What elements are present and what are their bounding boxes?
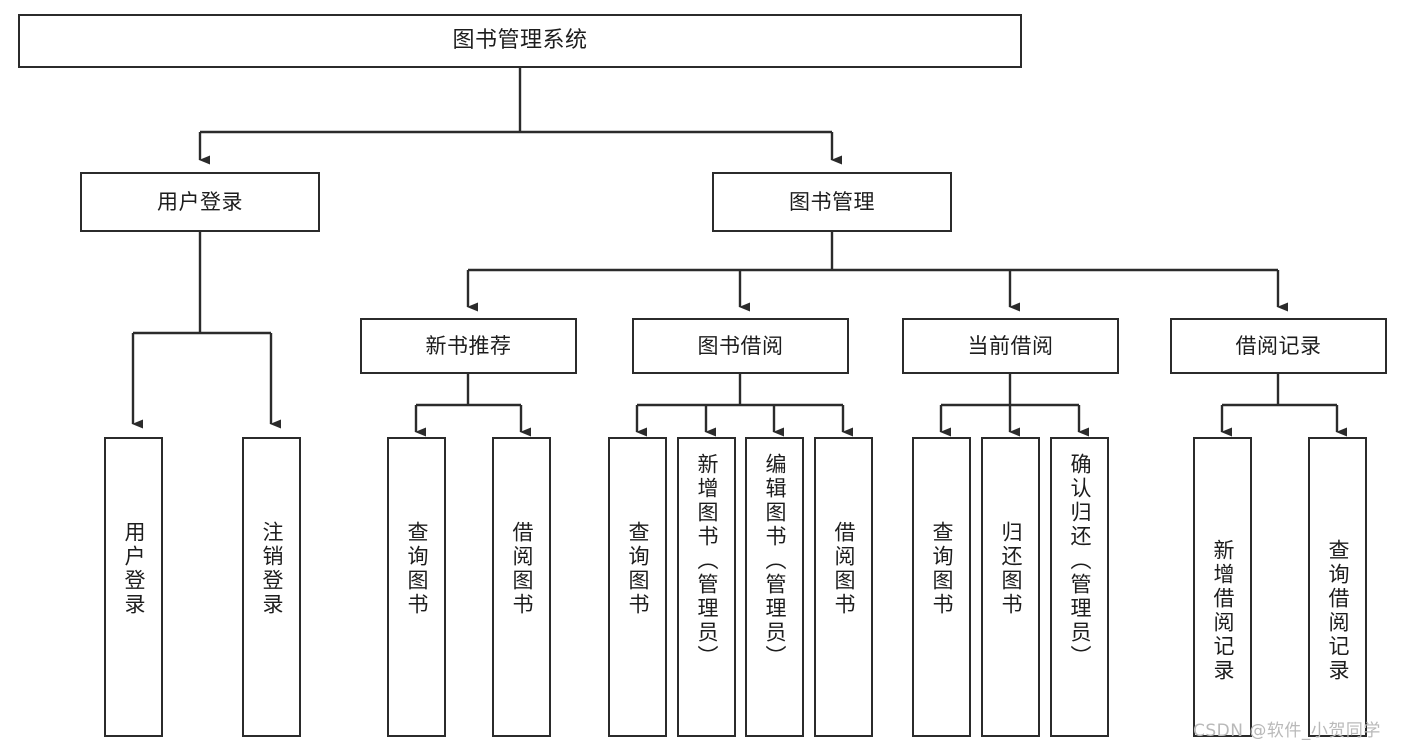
node-label: 用户登录 [122, 521, 146, 617]
node-borrow-record[interactable]: 借阅记录 [1170, 318, 1387, 374]
node-label: 新增借阅记录 [1211, 539, 1235, 683]
leaf-current-borrow-confirm[interactable]: 确认归还（管理员） [1050, 437, 1109, 737]
node-label: 注销登录 [260, 521, 284, 617]
leaf-current-borrow-query[interactable]: 查询图书 [912, 437, 971, 737]
leaf-book-borrow-add[interactable]: 新增图书（管理员） [677, 437, 736, 737]
leaf-user-login-logout[interactable]: 注销登录 [242, 437, 301, 737]
node-new-book-recommend[interactable]: 新书推荐 [360, 318, 577, 374]
node-label: 编辑图书（管理员） [763, 453, 787, 669]
node-label: 借阅记录 [1235, 333, 1322, 358]
node-label: 确认归还（管理员） [1068, 453, 1092, 669]
node-label: 图书管理 [789, 189, 875, 214]
node-label: 新书推荐 [425, 333, 512, 358]
leaf-book-borrow-query[interactable]: 查询图书 [608, 437, 667, 737]
node-book-borrow[interactable]: 图书借阅 [632, 318, 849, 374]
node-label: 归还图书 [999, 521, 1023, 617]
node-label: 当前借阅 [967, 333, 1054, 358]
leaf-current-borrow-return[interactable]: 归还图书 [981, 437, 1040, 737]
node-label: 查询图书 [405, 521, 429, 617]
leaf-borrow-record-add[interactable]: 新增借阅记录 [1193, 437, 1252, 737]
node-label: 图书借阅 [697, 333, 784, 358]
leaf-new-book-borrow[interactable]: 借阅图书 [492, 437, 551, 737]
node-label: 图书管理系统 [452, 28, 588, 54]
node-current-borrow[interactable]: 当前借阅 [902, 318, 1119, 374]
leaf-new-book-query[interactable]: 查询图书 [387, 437, 446, 737]
node-label: 用户登录 [157, 189, 243, 214]
csdn-watermark: CSDN @软件_小贺同学 [1193, 721, 1381, 741]
leaf-book-borrow-edit[interactable]: 编辑图书（管理员） [745, 437, 804, 737]
node-label: 借阅图书 [832, 521, 856, 617]
leaf-user-login-login[interactable]: 用户登录 [104, 437, 163, 737]
node-label: 查询图书 [626, 521, 650, 617]
node-root-system[interactable]: 图书管理系统 [18, 14, 1022, 68]
node-label: 查询借阅记录 [1326, 539, 1350, 683]
node-user-login[interactable]: 用户登录 [80, 172, 320, 232]
node-label: 查询图书 [930, 521, 954, 617]
leaf-borrow-record-query[interactable]: 查询借阅记录 [1308, 437, 1367, 737]
node-label: 借阅图书 [510, 521, 534, 617]
node-label: 新增图书（管理员） [695, 453, 719, 669]
node-book-management[interactable]: 图书管理 [712, 172, 952, 232]
leaf-book-borrow-borrow[interactable]: 借阅图书 [814, 437, 873, 737]
